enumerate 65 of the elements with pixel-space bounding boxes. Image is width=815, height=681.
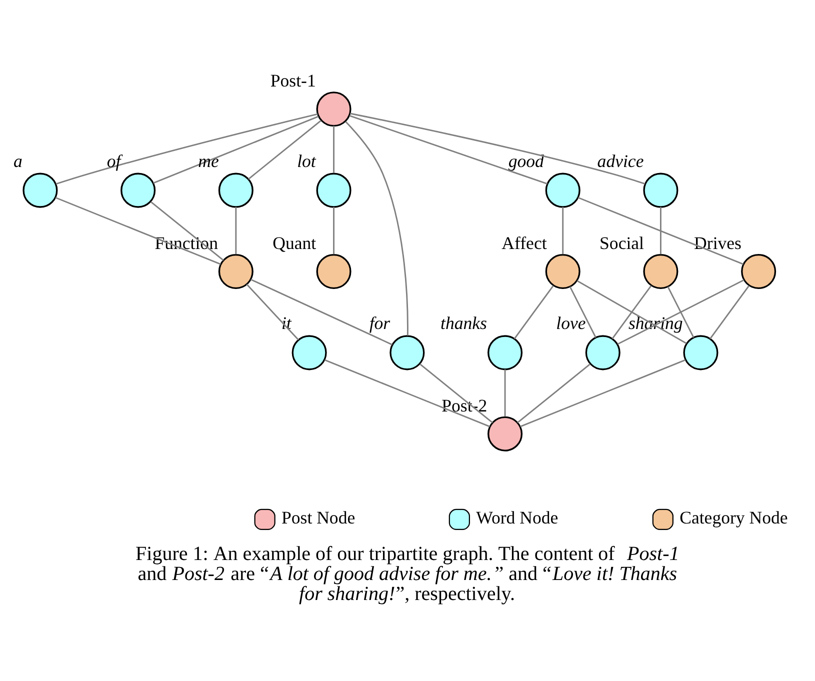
connector [250,278,392,345]
connector [616,278,744,344]
connector [513,284,554,339]
node-label: thanks [440,312,486,333]
node-circle [682,334,718,370]
connector [55,112,318,184]
connector [150,200,224,260]
connector [520,358,686,427]
connector [659,206,661,254]
node-label: lot [296,150,316,170]
node-label: good [508,150,544,170]
connector [348,114,548,184]
node-label: love [556,312,586,333]
connector [324,358,490,427]
connector [54,196,220,264]
node-circle [389,334,424,370]
node-circle [544,172,580,208]
connector [350,112,645,184]
connector [246,283,298,340]
node-circle [291,334,326,370]
node-circle [642,253,678,289]
node-circle [487,334,522,370]
connector [247,120,321,180]
connector [516,363,590,423]
connector [576,280,686,344]
connector [332,206,334,254]
node-circle [740,253,776,289]
node-label: advice [596,150,644,170]
node-label: of [106,150,120,170]
node-circle [120,172,156,208]
connector [332,125,334,173]
node-label: Post-1 [270,70,316,90]
node-circle [584,334,620,370]
connector [568,286,596,338]
legend-label: Post Node [281,507,355,528]
node-label: Social [599,232,644,253]
caption: Figure 1: An example of our tripartite graph. The content of Post-1 and Post-2 are “A lot of good advise for me.” and “Love it! Thanks for sharing!”, respectively. [135,542,679,604]
node-circle [642,172,678,208]
connector [419,363,492,423]
connector [152,115,318,184]
node-circle [316,91,351,126]
connector [562,206,564,254]
node-circle [316,253,351,289]
node-circle [544,253,580,289]
legend-label: Word Node [476,507,558,528]
connector [234,206,236,254]
node-label: Quant [272,232,316,253]
node-circle [218,253,253,289]
node-label: Affect [501,232,546,253]
connector [344,120,408,336]
node-circle [487,416,522,451]
node-label: Drives [694,232,741,253]
connector [709,284,750,339]
node-circle [22,172,58,208]
node-label: Post-2 [441,394,487,415]
node-label: for [368,312,390,333]
node-label: a [13,150,22,170]
connector [504,368,506,416]
connector [577,196,744,264]
node-circle [316,172,351,208]
connector [666,286,694,338]
node-circle [218,172,253,208]
node-label: me [198,150,218,170]
connector [611,284,652,339]
legend-label: Category Node [679,507,788,528]
